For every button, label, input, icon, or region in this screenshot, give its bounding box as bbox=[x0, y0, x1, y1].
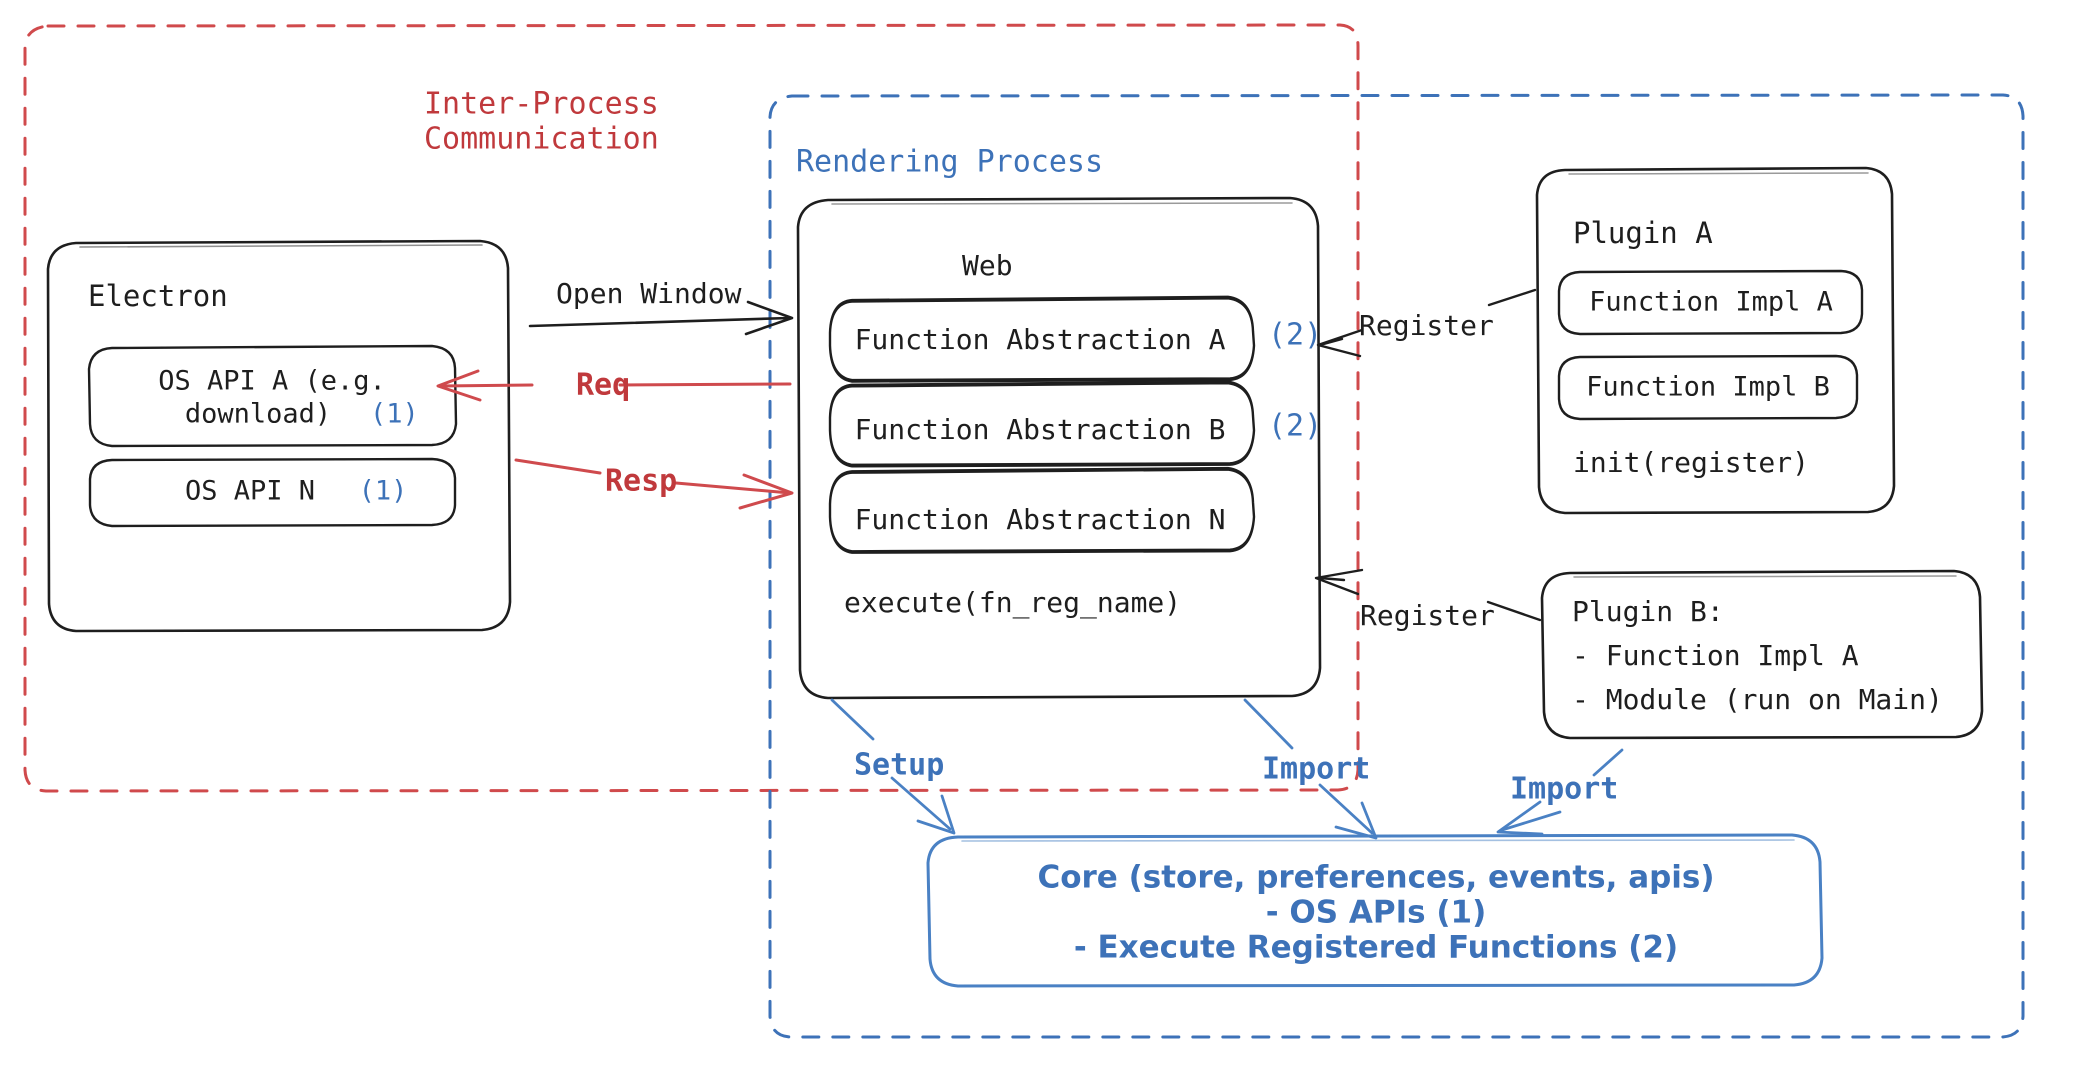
core-line-1: - OS APIs (1) bbox=[1266, 895, 1487, 931]
plugin-b-line-1: - Function Impl A bbox=[1572, 639, 1859, 672]
function-abstraction-a-outline bbox=[828, 295, 1256, 383]
edge-register-plugin-b bbox=[1314, 568, 1542, 622]
import-web-line-top bbox=[1243, 698, 1294, 750]
web-item-function-abstraction-n[interactable] bbox=[828, 466, 1256, 554]
function-abstraction-b-outline bbox=[828, 380, 1256, 468]
open-window-label: Open Window bbox=[556, 277, 742, 310]
os-api-a-label-line2: download) bbox=[185, 399, 331, 430]
electron-box-outline bbox=[46, 239, 512, 633]
core-box-outline bbox=[926, 833, 1824, 988]
web-item-function-abstraction-b[interactable] bbox=[828, 380, 1256, 468]
plugin-b-outline bbox=[1540, 569, 1984, 740]
req-line-left bbox=[438, 383, 534, 388]
resp-line-right bbox=[674, 481, 792, 495]
os-api-a-badge: (1) bbox=[370, 399, 419, 430]
ipc-label-line2: Communication bbox=[424, 122, 659, 157]
register-b-label: Register bbox=[1360, 599, 1495, 632]
edge-req bbox=[436, 369, 792, 402]
web-box-outline bbox=[796, 196, 1322, 700]
plugin-a-outline bbox=[1535, 166, 1896, 515]
plugin-b-line-0: Plugin B: bbox=[1572, 595, 1724, 628]
core-box-sketch-stroke bbox=[961, 839, 1795, 842]
ipc-label-line1: Inter-Process bbox=[424, 87, 659, 122]
core-line-0: Core (store, preferences, events, apis) bbox=[1037, 860, 1714, 896]
ipc-boundary bbox=[23, 23, 1360, 793]
plugin-b-box[interactable] bbox=[1540, 569, 1984, 740]
open-window-line bbox=[528, 316, 792, 328]
setup-label: Setup bbox=[854, 748, 944, 783]
electron-box[interactable] bbox=[46, 239, 512, 633]
electron-item-os-api-n[interactable] bbox=[88, 457, 457, 528]
register-b-arrowhead bbox=[1314, 568, 1364, 596]
plugin-b-line-2: - Module (run on Main) bbox=[1572, 683, 1943, 716]
core-line-2: - Execute Registered Functions (2) bbox=[1074, 930, 1678, 966]
ipc-container bbox=[23, 23, 1360, 793]
os-api-n-outline bbox=[88, 457, 457, 528]
function-abstraction-n-outline bbox=[828, 466, 1256, 554]
setup-line-bottom bbox=[890, 776, 952, 831]
function-impl-a-outline bbox=[1557, 269, 1864, 336]
rendering-process-label: Rendering Process bbox=[796, 145, 1103, 180]
import-plugin-line-top bbox=[1592, 748, 1624, 777]
os-api-n-badge: (1) bbox=[359, 476, 408, 507]
req-arrowhead bbox=[436, 369, 482, 402]
edge-register-plugin-a bbox=[1316, 288, 1537, 358]
rendering-process-container bbox=[768, 93, 2025, 1039]
function-abstraction-b-label: Function Abstraction B bbox=[855, 413, 1226, 446]
function-impl-b-outline bbox=[1557, 354, 1859, 421]
function-abstraction-n-label: Function Abstraction N bbox=[855, 503, 1226, 536]
import-web-arrowhead bbox=[1334, 801, 1378, 840]
os-api-a-label-line1: OS API A (e.g. bbox=[158, 366, 386, 397]
import-web-line-bottom bbox=[1318, 783, 1374, 835]
web-box-sketch-stroke bbox=[831, 202, 1293, 205]
rendering-process-boundary bbox=[768, 93, 2025, 1039]
req-line-right bbox=[618, 382, 792, 387]
open-window-arrowhead bbox=[744, 300, 794, 336]
plugin-a-footer-init: init(register) bbox=[1573, 446, 1809, 479]
function-abstraction-a-badge: (2) bbox=[1268, 318, 1322, 353]
web-footer-execute: execute(fn_reg_name) bbox=[844, 586, 1181, 620]
plugin-a-box[interactable] bbox=[1535, 166, 1896, 515]
os-api-n-label: OS API N bbox=[185, 476, 315, 507]
web-box[interactable] bbox=[796, 196, 1322, 700]
core-box[interactable] bbox=[926, 833, 1824, 988]
import-plugin-line-bottom bbox=[1500, 810, 1562, 832]
plugin-a-title: Plugin A bbox=[1573, 216, 1713, 250]
electron-box-sketch-stroke bbox=[79, 244, 483, 248]
register-a-arrowhead bbox=[1316, 328, 1364, 358]
edge-import-plugin-b bbox=[1496, 748, 1624, 836]
import-plugin-arrowhead bbox=[1496, 800, 1544, 836]
import-plugin-label: Import bbox=[1510, 772, 1618, 807]
edge-open-window bbox=[528, 300, 794, 336]
function-impl-a-label: Function Impl A bbox=[1589, 287, 1833, 318]
resp-line-left bbox=[514, 458, 602, 475]
plugin-a-sketch-stroke bbox=[1568, 172, 1869, 175]
web-title: Web bbox=[962, 249, 1013, 282]
req-label: Req bbox=[576, 368, 630, 403]
edge-setup bbox=[830, 698, 956, 835]
register-a-line bbox=[1487, 288, 1537, 307]
electron-item-os-api-a[interactable] bbox=[87, 344, 458, 448]
function-impl-b-label: Function Impl B bbox=[1586, 372, 1830, 403]
web-item-function-abstraction-a[interactable] bbox=[828, 295, 1256, 383]
resp-arrowhead bbox=[738, 473, 794, 510]
electron-title: Electron bbox=[88, 279, 228, 313]
plugin-b-sketch-stroke bbox=[1573, 575, 1957, 578]
setup-line-top bbox=[830, 698, 875, 741]
setup-arrowhead bbox=[916, 794, 956, 835]
edge-import-web bbox=[1243, 698, 1378, 840]
os-api-a-outline bbox=[87, 344, 458, 448]
register-a-label: Register bbox=[1359, 309, 1494, 342]
register-b-line bbox=[1486, 600, 1542, 622]
function-abstraction-a-label: Function Abstraction A bbox=[855, 323, 1226, 356]
import-web-label: Import bbox=[1262, 752, 1370, 787]
resp-label: Resp bbox=[605, 464, 677, 499]
plugin-a-item-function-impl-a[interactable] bbox=[1557, 269, 1864, 336]
function-abstraction-b-badge: (2) bbox=[1268, 409, 1322, 444]
plugin-a-item-function-impl-b[interactable] bbox=[1557, 354, 1859, 421]
register-b-line-tail bbox=[1318, 576, 1346, 582]
edge-resp bbox=[514, 458, 794, 510]
